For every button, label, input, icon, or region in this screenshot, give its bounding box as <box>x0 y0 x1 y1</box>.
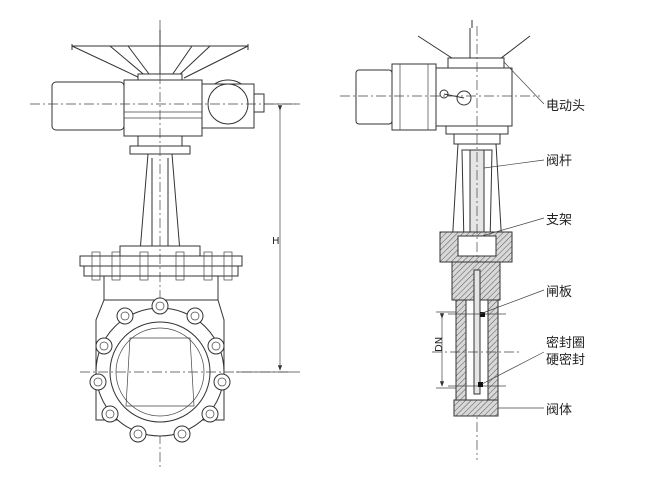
dn-dimension-label: DN <box>434 337 445 352</box>
label-hard-seal: 硬密封 <box>546 352 585 368</box>
leader-lines <box>479 61 545 409</box>
label-bracket: 支架 <box>546 213 572 228</box>
front-view: H <box>30 20 300 470</box>
label-seal-ring: 密封圈 <box>546 335 585 351</box>
front-top-flange <box>79 20 243 470</box>
side-bracket <box>439 26 513 460</box>
label-stem: 阀杆 <box>546 154 572 169</box>
part-labels: 电动头 阀杆 支架 闸板 密封圈 硬密封 阀体 <box>546 99 585 418</box>
side-actuator <box>340 63 540 145</box>
dn-dimension: DN <box>434 311 456 389</box>
front-valve-body <box>80 297 290 443</box>
side-body <box>432 261 520 417</box>
front-handwheel <box>71 30 249 81</box>
side-view: DN 电动头 阀杆 支架 闸板 密封圈 硬密封 阀体 <box>340 20 585 460</box>
height-dimension-label: H <box>272 236 280 247</box>
height-dimension: H <box>236 103 300 373</box>
side-handwheel <box>417 20 531 69</box>
label-body: 阀体 <box>546 403 572 418</box>
front-actuator <box>30 79 296 155</box>
flange-bolts <box>89 297 231 443</box>
label-actuator: 电动头 <box>546 99 585 114</box>
label-gate: 闸板 <box>546 285 572 300</box>
